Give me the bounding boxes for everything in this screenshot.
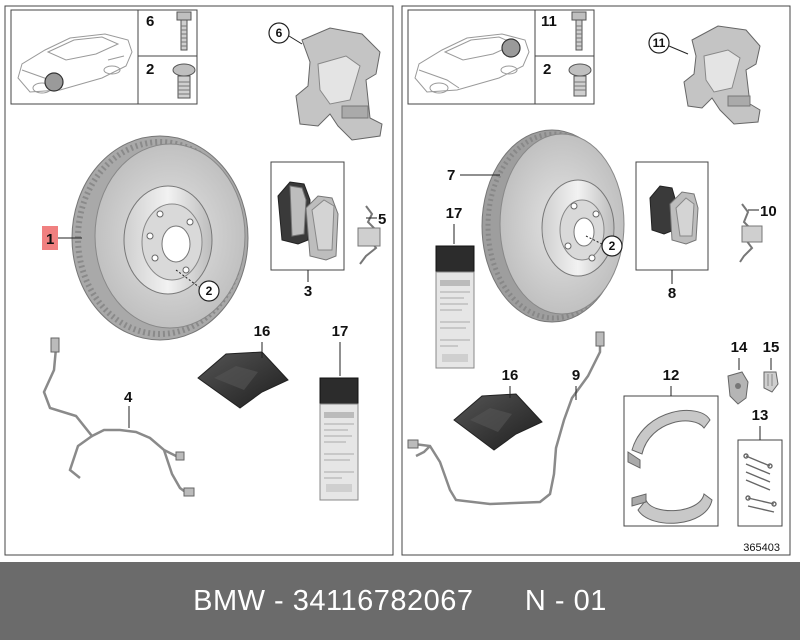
left-panel: 6 2 6 <box>4 5 394 556</box>
spring-kit-icon <box>743 453 777 513</box>
callout-circle <box>648 32 670 54</box>
spray-can-icon <box>319 377 359 501</box>
callout-wear-sensor: 4 <box>124 389 133 406</box>
inset-label-bolt-short: 2 <box>543 61 551 78</box>
inset-label-bolt-short: 2 <box>146 61 154 78</box>
brake-disc-icon <box>481 129 625 323</box>
callout-pads: 3 <box>304 283 312 300</box>
callout-spray: 17 <box>332 323 349 340</box>
brake-pads-icon <box>277 181 339 261</box>
wear-sensor-icon <box>42 337 195 497</box>
hardware-kit-box <box>737 439 783 527</box>
callout-disc-bolt: 2 <box>609 239 616 253</box>
footer-brand: BMW <box>193 584 266 617</box>
cleaning-cloth-icon <box>197 351 289 409</box>
brake-disc-icon <box>71 135 249 341</box>
footer-bar: BMW - 34116782067 N - 01 <box>0 562 800 640</box>
cleaning-cloth-icon <box>453 393 543 451</box>
right-inset: 11 2 <box>407 9 595 105</box>
callout-circle <box>198 280 220 302</box>
inset-label-bolt-long: 6 <box>146 13 154 30</box>
location-marker <box>44 72 64 92</box>
callout-pads: 8 <box>668 285 676 302</box>
left-inset: 6 2 <box>10 9 198 105</box>
parts-diagram: 6 2 6 <box>4 5 791 556</box>
adjuster-icon <box>727 371 749 405</box>
footer-separator: - <box>265 584 293 617</box>
spring-clip-icon <box>739 203 763 263</box>
caliper-carrier-icon <box>295 27 383 141</box>
callout-spring: 5 <box>378 211 386 228</box>
callout-disc: 7 <box>447 167 455 184</box>
bolt-short-icon <box>172 63 196 99</box>
spray-can-icon <box>435 245 475 369</box>
right-panel: 11 2 11 <box>401 5 791 556</box>
callout-wear-sensor: 9 <box>572 367 580 384</box>
callout-disc: 1 <box>46 231 54 248</box>
footer-position: N - 01 <box>524 584 607 617</box>
highlight-box <box>42 226 58 250</box>
diagram-number: 365403 <box>743 542 780 554</box>
footer-spacer <box>474 585 525 618</box>
callout-adjuster: 14 <box>731 339 748 356</box>
bolt-short-icon <box>568 63 592 97</box>
callout-cloth: 16 <box>254 323 271 340</box>
wear-sensor-icon <box>407 331 605 506</box>
callout-caliper-carrier: 11 <box>653 36 666 50</box>
callout-shoes: 12 <box>663 367 680 384</box>
callout-hardware-kit: 13 <box>752 407 769 424</box>
callout-caliper-carrier: 6 <box>276 26 283 40</box>
callout-cloth: 16 <box>502 367 519 384</box>
retainer-clip-icon <box>763 371 779 393</box>
callout-spray: 17 <box>446 205 463 222</box>
callout-spring: 10 <box>760 203 777 220</box>
brake-shoes-icon <box>627 409 713 524</box>
caliper-carrier-icon <box>683 25 761 125</box>
right-panel-frame <box>401 5 791 556</box>
callout-circle <box>601 235 623 257</box>
left-panel-frame <box>4 5 394 556</box>
callout-disc-bolt: 2 <box>206 284 213 298</box>
footer-part-number: 34116782067 <box>292 584 474 617</box>
location-marker <box>501 38 521 58</box>
callout-circle <box>268 22 290 44</box>
bolt-long-icon <box>571 11 587 51</box>
spring-clip-icon <box>357 205 381 265</box>
inset-label-bolt-long: 11 <box>541 13 557 30</box>
brake-pads-icon <box>649 185 699 245</box>
callout-retainer: 15 <box>763 339 780 356</box>
bolt-long-icon <box>176 11 192 51</box>
